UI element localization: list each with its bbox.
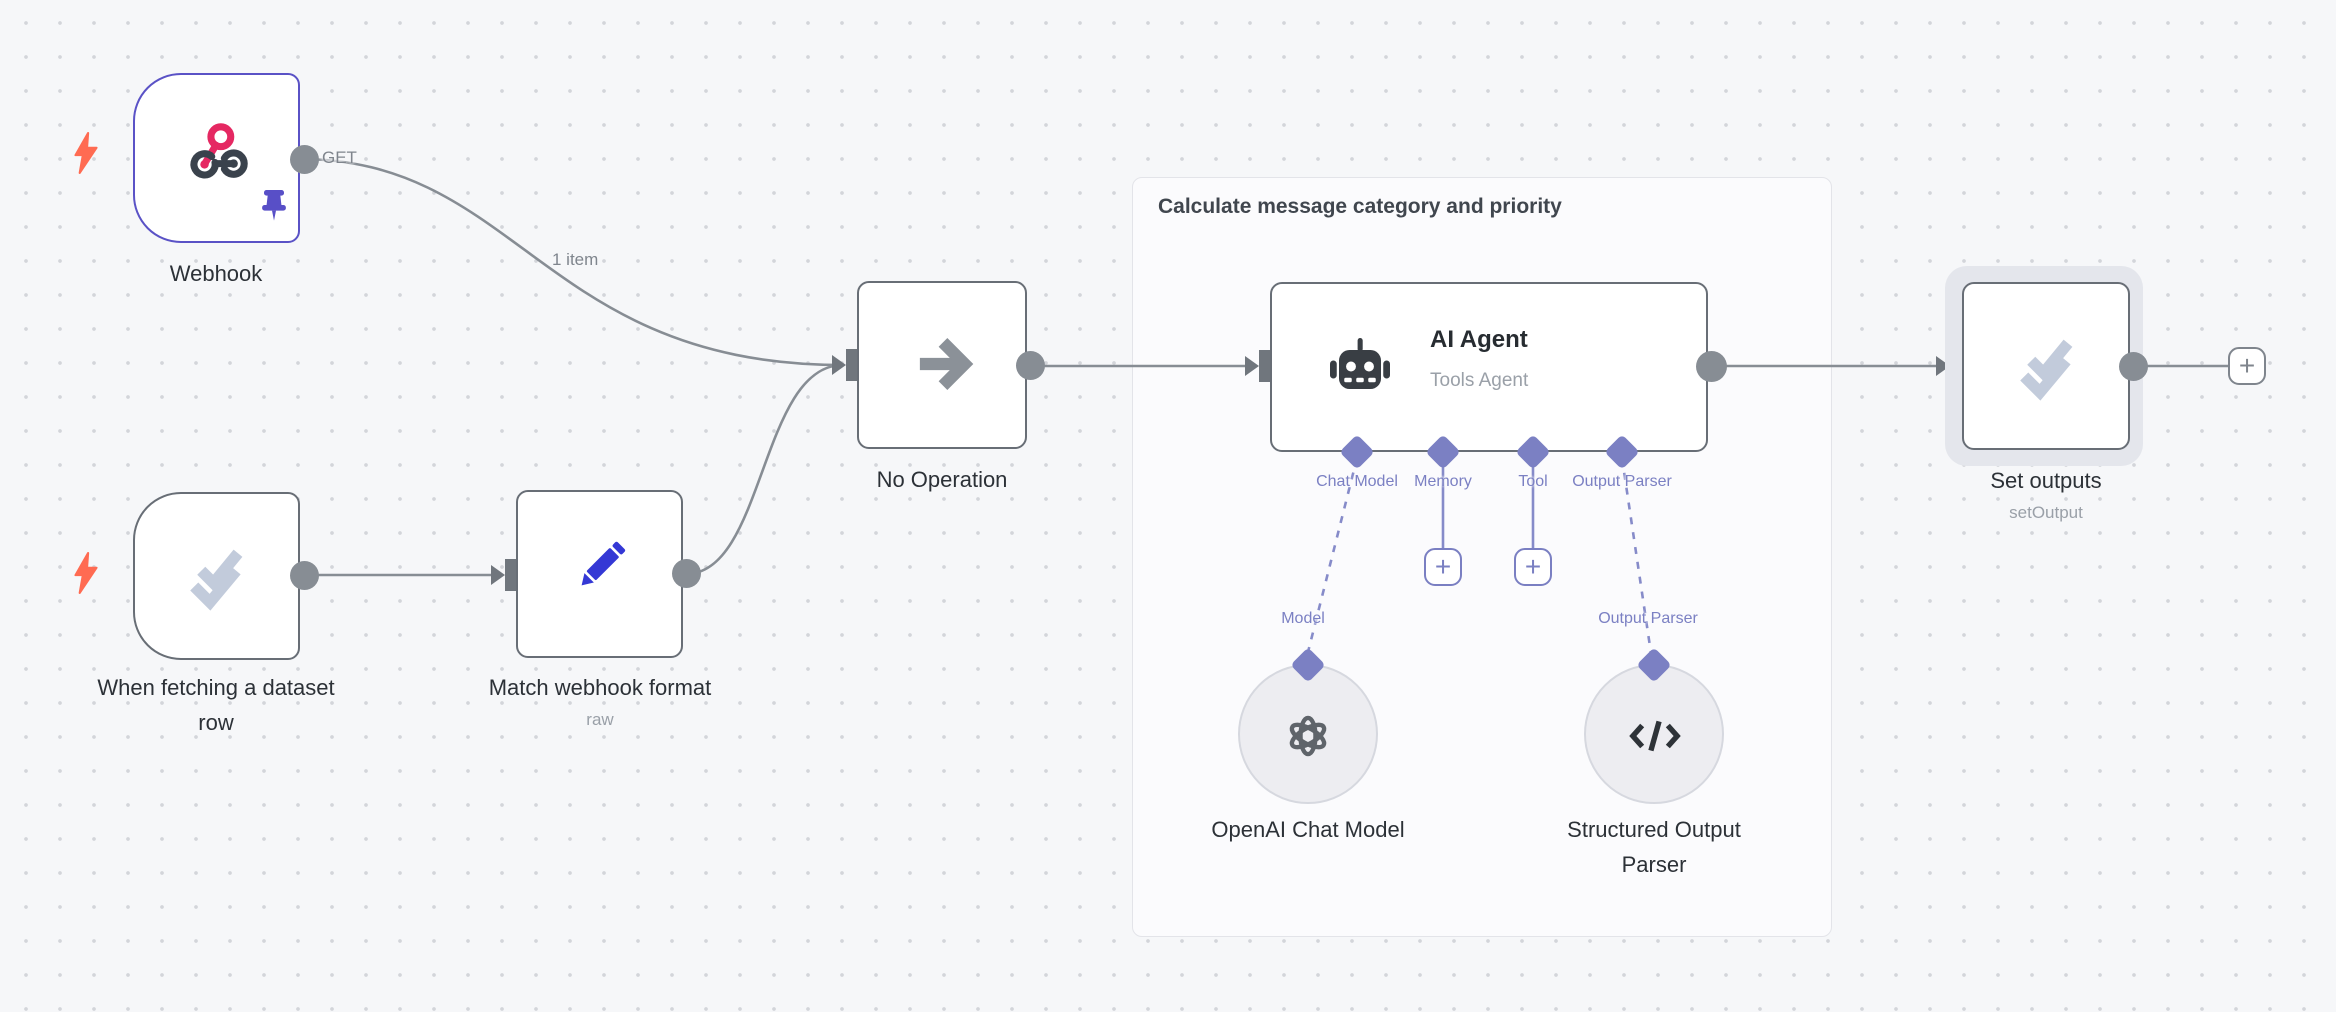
node-structured-parser[interactable] bbox=[1584, 664, 1724, 804]
port-label-memory: Memory bbox=[1414, 473, 1472, 490]
wire-agent-to-model[interactable] bbox=[1304, 457, 1359, 661]
model-port-label: Model bbox=[1281, 610, 1325, 627]
node-webhook[interactable] bbox=[133, 73, 300, 243]
output-port-webhook[interactable] bbox=[290, 145, 319, 174]
trigger-lightning-icon bbox=[74, 552, 98, 594]
webhook-method-badge: GET bbox=[322, 148, 357, 167]
wire-match-to-noop[interactable] bbox=[685, 363, 844, 576]
group-title: Calculate message category and priority bbox=[1158, 195, 1562, 218]
double-check-icon bbox=[190, 549, 243, 611]
port-label-output-parser: Output Parser bbox=[1572, 473, 1672, 490]
output-port-match[interactable] bbox=[672, 559, 701, 588]
node-label-dataset: When fetching a dataset row bbox=[97, 670, 334, 740]
arrowhead-match-input bbox=[491, 565, 505, 585]
node-no-operation[interactable] bbox=[857, 281, 1027, 449]
dataset-label-line1: When fetching a dataset bbox=[97, 675, 335, 700]
pin-icon bbox=[262, 190, 286, 221]
arrow-right-icon bbox=[919, 338, 974, 390]
node-ai-agent[interactable]: AI Agent Tools Agent bbox=[1270, 282, 1708, 452]
openai-icon bbox=[1289, 715, 1327, 757]
output-port-dataset[interactable] bbox=[290, 561, 319, 590]
items-count-label: 1 item bbox=[552, 250, 599, 269]
output-port-noop[interactable] bbox=[1016, 351, 1045, 380]
arrowhead-noop-input bbox=[832, 355, 846, 375]
input-handle-agent[interactable] bbox=[1259, 350, 1270, 382]
trigger-lightning-icon bbox=[74, 132, 98, 174]
plus-icon: + bbox=[1434, 551, 1452, 582]
node-subtitle-setoutputs: setOutput bbox=[2009, 503, 2083, 522]
parser-label-line2: Parser bbox=[1621, 852, 1687, 877]
wire-webhook-to-noop[interactable] bbox=[303, 157, 844, 367]
robot-icon bbox=[1330, 338, 1390, 389]
node-match-format[interactable] bbox=[516, 490, 683, 658]
wire-agent-to-outputparser[interactable] bbox=[1620, 457, 1654, 661]
node-set-outputs[interactable] bbox=[1962, 282, 2130, 450]
webhook-icon bbox=[190, 123, 248, 179]
code-icon bbox=[1629, 720, 1681, 752]
dataset-label-line2: row bbox=[198, 710, 234, 735]
node-label-openai: OpenAI Chat Model bbox=[1211, 817, 1405, 842]
node-openai-chat-model[interactable] bbox=[1238, 664, 1378, 804]
pencil-icon bbox=[581, 541, 626, 586]
input-handle-match[interactable] bbox=[505, 559, 516, 591]
plus-icon: + bbox=[1524, 551, 1542, 582]
agent-subtitle: Tools Agent bbox=[1430, 370, 1529, 391]
node-label-webhook: Webhook bbox=[169, 261, 263, 286]
node-label-match: Match webhook format bbox=[488, 675, 712, 700]
add-node-button[interactable]: + bbox=[2228, 347, 2266, 385]
output-port-agent[interactable] bbox=[1696, 351, 1727, 382]
node-dataset-trigger[interactable] bbox=[133, 492, 300, 660]
arrowhead-setoutputs-input bbox=[1936, 356, 1950, 376]
add-memory-button[interactable]: + bbox=[1424, 548, 1462, 586]
outputparser-port-label: Output Parser bbox=[1598, 610, 1698, 627]
port-label-chat-model: Chat Model bbox=[1316, 473, 1398, 490]
parser-label-line1: Structured Output bbox=[1567, 817, 1741, 842]
input-handle-noop[interactable] bbox=[846, 349, 857, 381]
node-label-setoutputs: Set outputs bbox=[1990, 468, 2102, 493]
port-label-tool: Tool bbox=[1518, 473, 1548, 490]
arrowhead-agent-input bbox=[1245, 356, 1259, 376]
node-subtitle-match: raw bbox=[586, 710, 614, 729]
agent-title: AI Agent bbox=[1430, 326, 1528, 353]
node-label-noop: No Operation bbox=[876, 467, 1008, 492]
output-port-setoutputs[interactable] bbox=[2119, 352, 2148, 381]
add-tool-button[interactable]: + bbox=[1514, 548, 1552, 586]
double-check-icon bbox=[2020, 339, 2073, 401]
plus-icon: + bbox=[2238, 350, 2256, 381]
